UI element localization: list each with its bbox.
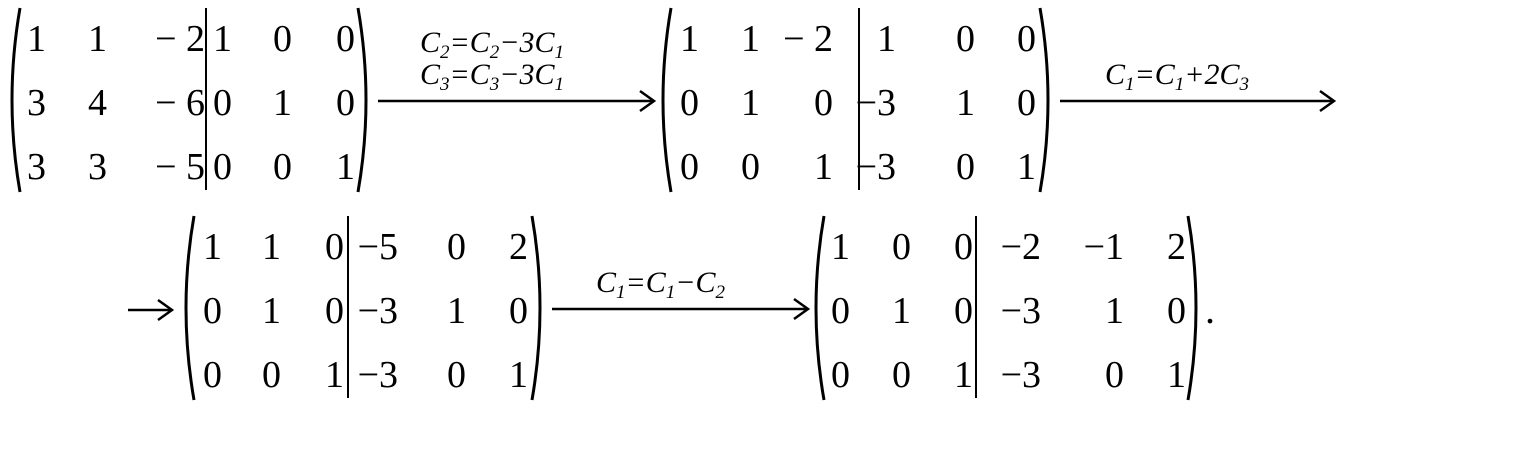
left-paren [661, 7, 673, 193]
matrix-4-cell-r2-c1: 0 [831, 290, 850, 332]
matrix-2-cell-r3-c4: −3 [855, 146, 896, 188]
matrix-3-cell-r3-c2: 0 [262, 354, 281, 396]
matrix-4-cell-r3-c4: −3 [1000, 354, 1041, 396]
matrix-2-cell-r3-c6: 1 [1017, 146, 1036, 188]
left-paren [10, 7, 22, 193]
matrix-4-cell-r1-c5: −1 [1083, 226, 1124, 268]
matrix-2-cell-r1-c3: − 2 [783, 18, 833, 60]
augment-bar [858, 8, 860, 190]
arrow-3 [552, 297, 811, 321]
matrix-2-cell-r1-c4: 1 [877, 18, 896, 60]
matrix-3-cell-r1-c3: 0 [325, 226, 344, 268]
right-paren [1186, 215, 1198, 401]
matrix-1-cell-r2-c3: − 6 [155, 82, 205, 124]
matrix-3-cell-r1-c6: 2 [509, 226, 528, 268]
matrix-4-cell-r2-c6: 0 [1167, 290, 1186, 332]
matrix-3-cell-r1-c4: −5 [357, 226, 398, 268]
matrix-1-cell-r2-c6: 0 [336, 82, 355, 124]
matrix-3-cell-r1-c1: 1 [203, 226, 222, 268]
arrow-1 [378, 89, 657, 113]
matrix-3-cell-r1-c2: 1 [262, 226, 281, 268]
operation-2: C1=C1+2C3 [1105, 58, 1250, 95]
matrix-3-cell-r3-c3: 1 [325, 354, 344, 396]
matrix-4-cell-r1-c4: −2 [1000, 226, 1041, 268]
matrix-4-cell-r2-c4: −3 [1000, 290, 1041, 332]
matrix-3-cell-r2-c6: 0 [509, 290, 528, 332]
right-paren [356, 7, 368, 193]
augment-bar [975, 216, 977, 398]
matrix-2-cell-r2-c2: 1 [741, 82, 760, 124]
matrix-2-cell-r1-c1: 1 [680, 18, 699, 60]
arrow-2 [1060, 89, 1337, 113]
matrix-1-cell-r3-c1: 3 [27, 146, 46, 188]
matrix-4-cell-r2-c3: 0 [954, 290, 973, 332]
matrix-4-cell-r1-c6: 2 [1167, 226, 1186, 268]
matrix-3-cell-r3-c6: 1 [509, 354, 528, 396]
matrix-1-cell-r3-c5: 0 [273, 146, 292, 188]
matrix-2-cell-r3-c1: 0 [680, 146, 699, 188]
matrix-3-cell-r3-c4: −3 [357, 354, 398, 396]
matrix-2-cell-r2-c6: 0 [1017, 82, 1036, 124]
matrix-1-cell-r2-c1: 3 [27, 82, 46, 124]
matrix-3-cell-r2-c3: 0 [325, 290, 344, 332]
matrix-1-cell-r1-c6: 0 [336, 18, 355, 60]
matrix-1-cell-r2-c4: 0 [213, 82, 232, 124]
matrix-2-cell-r2-c5: 1 [956, 82, 975, 124]
matrix-4-cell-r3-c5: 0 [1105, 354, 1124, 396]
matrix-4-cell-r3-c6: 1 [1167, 354, 1186, 396]
matrix-1-cell-r3-c6: 1 [336, 146, 355, 188]
matrix-2-cell-r3-c2: 0 [741, 146, 760, 188]
matrix-2-cell-r1-c5: 0 [956, 18, 975, 60]
matrix-4-cell-r2-c2: 1 [892, 290, 911, 332]
matrix-2-cell-r2-c4: −3 [855, 82, 896, 124]
matrix-4-cell-r1-c2: 0 [892, 226, 911, 268]
matrix-1-cell-r3-c2: 3 [88, 146, 107, 188]
matrix-4-cell-r1-c1: 1 [831, 226, 850, 268]
matrix-2-cell-r1-c6: 0 [1017, 18, 1036, 60]
matrix-4-cell-r1-c3: 0 [954, 226, 973, 268]
continuation-arrow [128, 298, 175, 322]
augment-bar [347, 216, 349, 398]
matrix-1-cell-r2-c2: 4 [88, 82, 107, 124]
matrix-3-cell-r2-c1: 0 [203, 290, 222, 332]
left-paren [184, 215, 196, 401]
matrix-2-cell-r1-c2: 1 [741, 18, 760, 60]
matrix-4-cell-r3-c1: 0 [831, 354, 850, 396]
right-paren [530, 215, 542, 401]
matrix-4-cell-r2-c5: 1 [1105, 290, 1124, 332]
matrix-1-cell-r1-c2: 1 [88, 18, 107, 60]
matrix-1-cell-r3-c4: 0 [213, 146, 232, 188]
matrix-1-cell-r3-c3: − 5 [155, 146, 205, 188]
matrix-2-cell-r3-c5: 0 [956, 146, 975, 188]
matrix-3-cell-r2-c4: −3 [357, 290, 398, 332]
right-paren [1038, 7, 1050, 193]
matrix-1-cell-r1-c5: 0 [273, 18, 292, 60]
matrix-3-cell-r2-c2: 1 [262, 290, 281, 332]
matrix-2-cell-r2-c1: 0 [680, 82, 699, 124]
matrix-2-cell-r3-c3: 1 [814, 146, 833, 188]
end-period: . [1205, 287, 1215, 332]
matrix-3-cell-r3-c5: 0 [447, 354, 466, 396]
operation-1-line-2: C3=C3−3C1 [420, 58, 565, 95]
matrix-4-cell-r3-c3: 1 [954, 354, 973, 396]
matrix-3-cell-r2-c5: 1 [447, 290, 466, 332]
matrix-3-cell-r1-c5: 0 [447, 226, 466, 268]
matrix-2-cell-r2-c3: 0 [814, 82, 833, 124]
matrix-1-cell-r1-c1: 1 [27, 18, 46, 60]
matrix-1-cell-r1-c4: 1 [213, 18, 232, 60]
operation-3: C1=C1−C2 [596, 266, 726, 303]
matrix-3-cell-r3-c1: 0 [203, 354, 222, 396]
matrix-1-cell-r1-c3: − 2 [155, 18, 205, 60]
augment-bar [205, 8, 207, 190]
operation-1-line-1: C2=C2−3C1 [420, 26, 565, 63]
matrix-4-cell-r3-c2: 0 [892, 354, 911, 396]
matrix-1-cell-r2-c5: 1 [273, 82, 292, 124]
left-paren [814, 215, 826, 401]
